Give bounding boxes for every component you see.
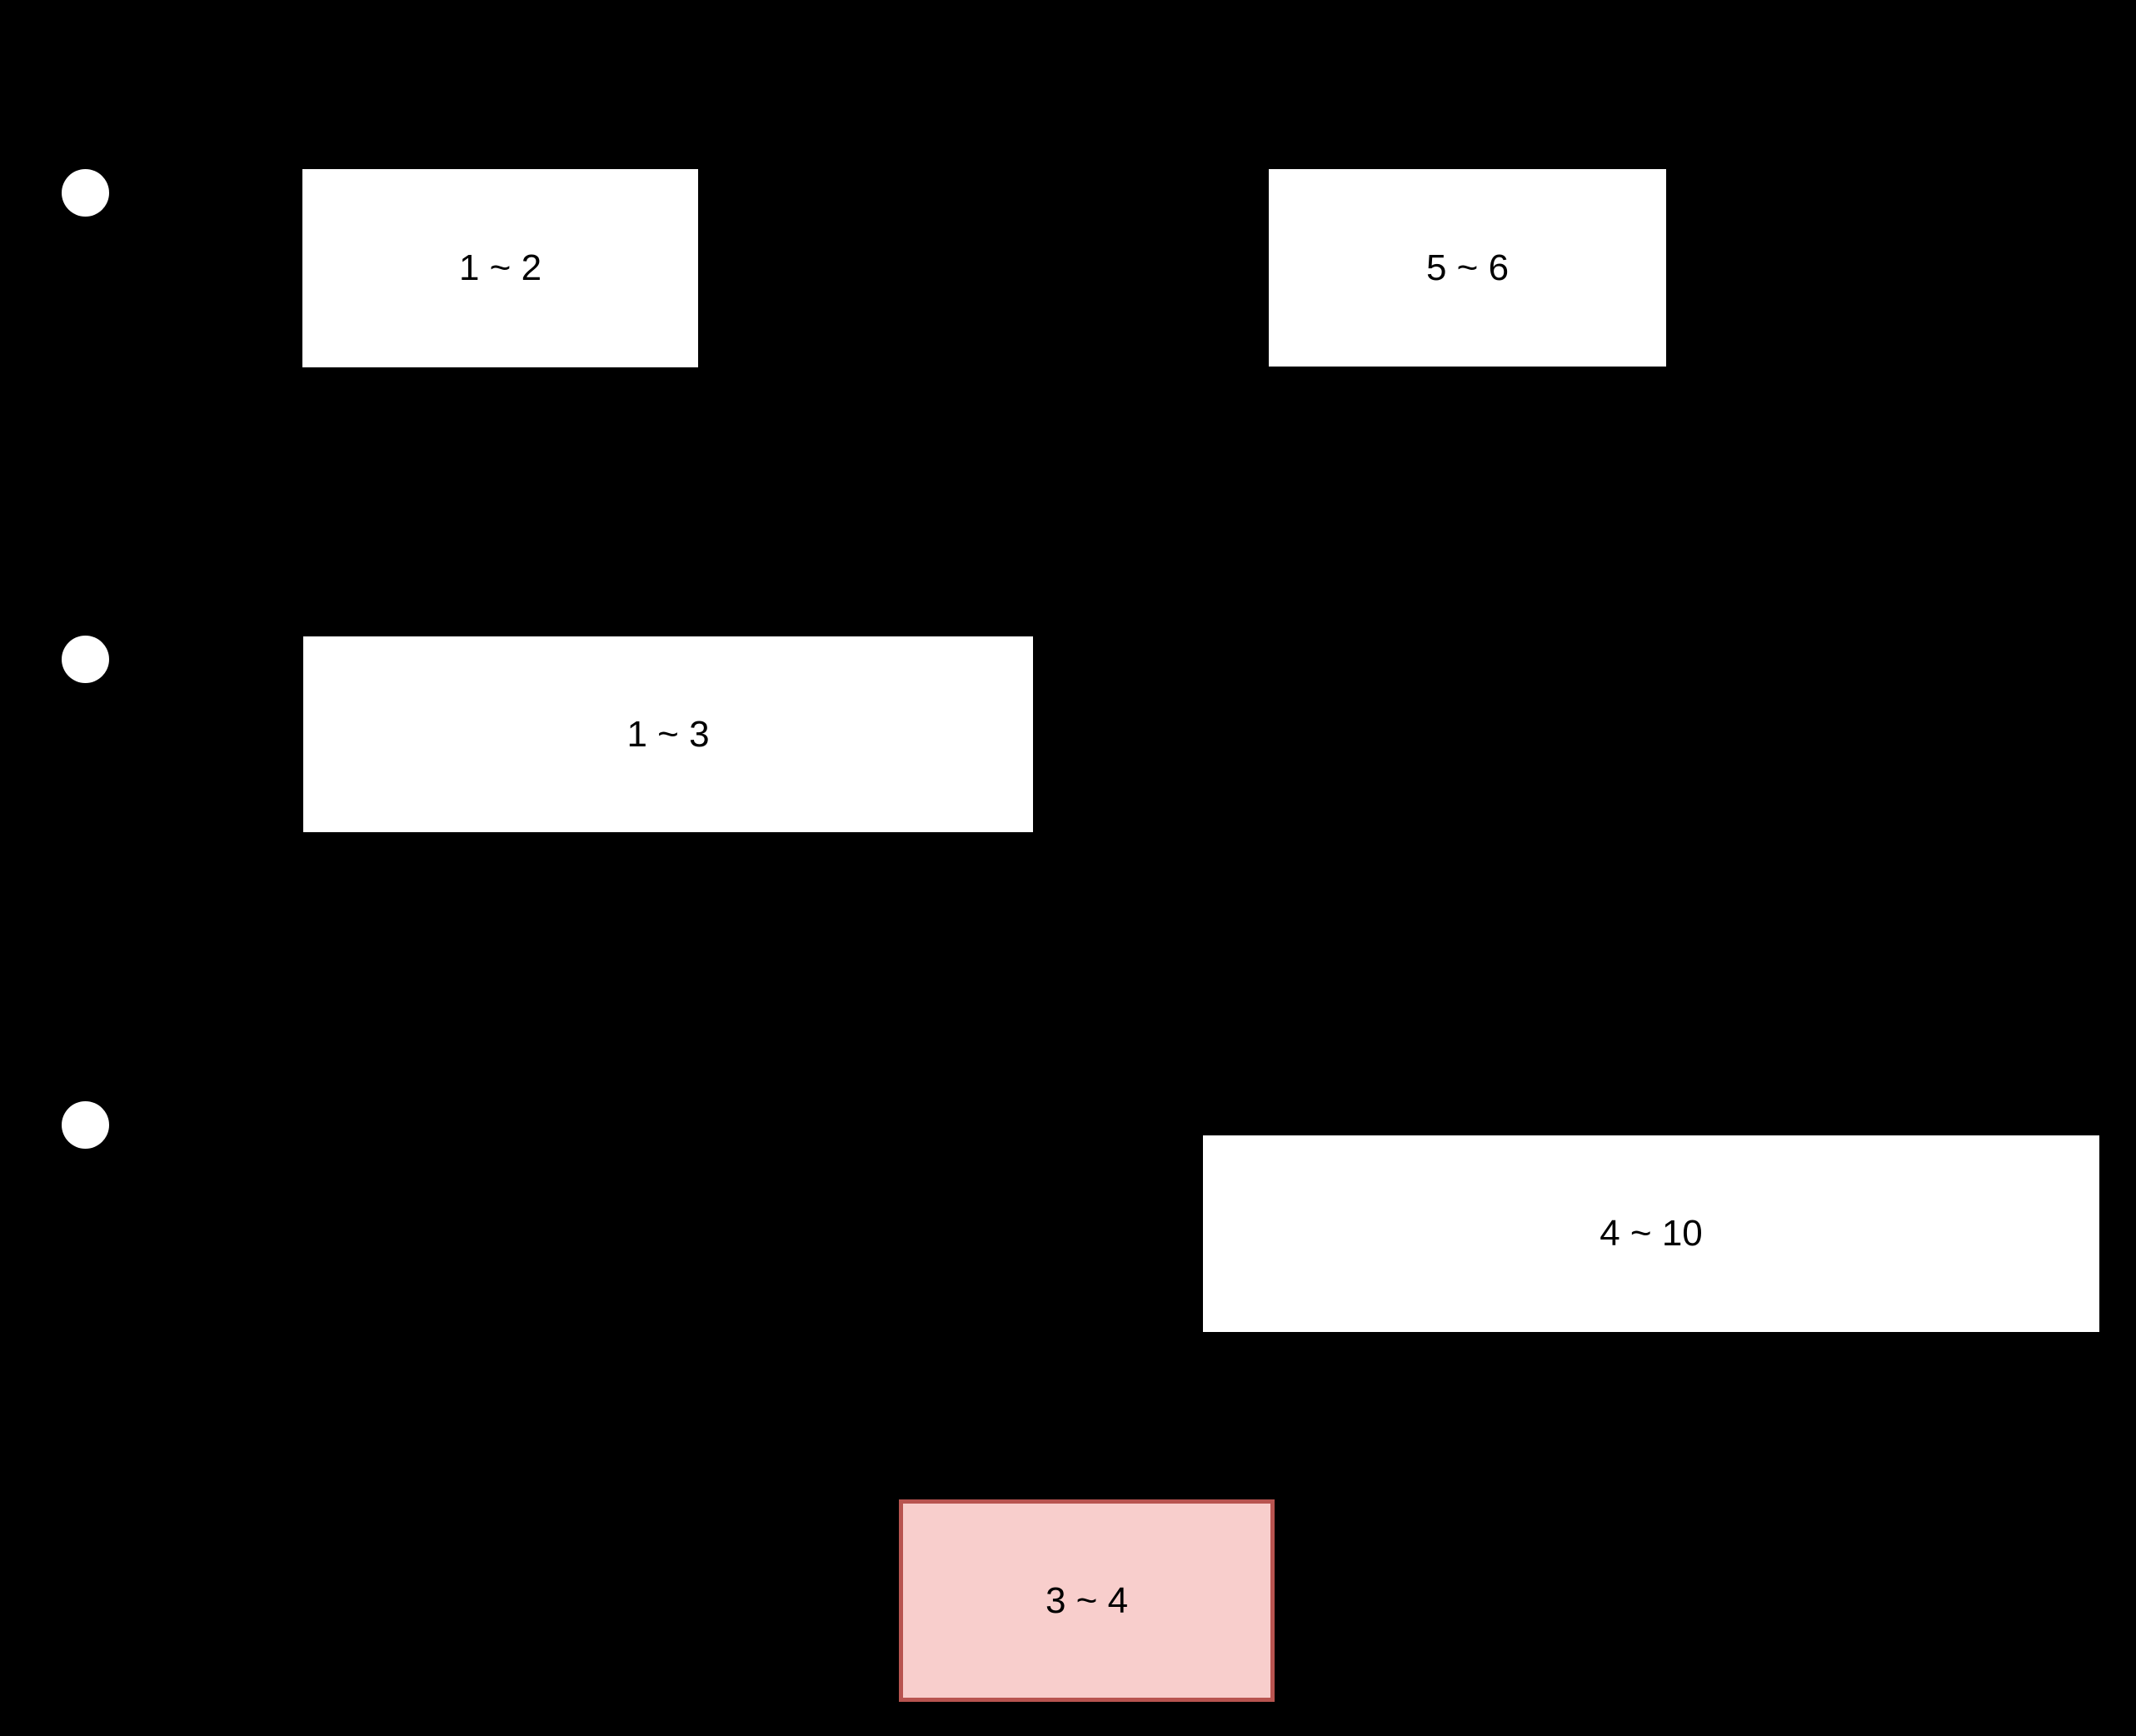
- row-1-bullet-icon: [62, 169, 109, 217]
- row-2-bullet-icon: [62, 636, 109, 683]
- interval-label: 1 ~ 3: [626, 713, 710, 755]
- interval-label: 5 ~ 6: [1425, 247, 1510, 288]
- interval-label: 3 ~ 4: [1045, 1579, 1129, 1621]
- interval-box-5-6: 5 ~ 6: [1269, 169, 1666, 367]
- interval-label: 1 ~ 2: [458, 247, 542, 288]
- row-3-bullet-icon: [62, 1101, 109, 1149]
- interval-box-1-2: 1 ~ 2: [302, 169, 698, 367]
- interval-label: 4 ~ 10: [1600, 1213, 1703, 1254]
- interval-box-3-4-highlighted: 3 ~ 4: [899, 1499, 1275, 1702]
- interval-box-4-10: 4 ~ 10: [1203, 1135, 2099, 1332]
- interval-box-1-3: 1 ~ 3: [303, 636, 1033, 832]
